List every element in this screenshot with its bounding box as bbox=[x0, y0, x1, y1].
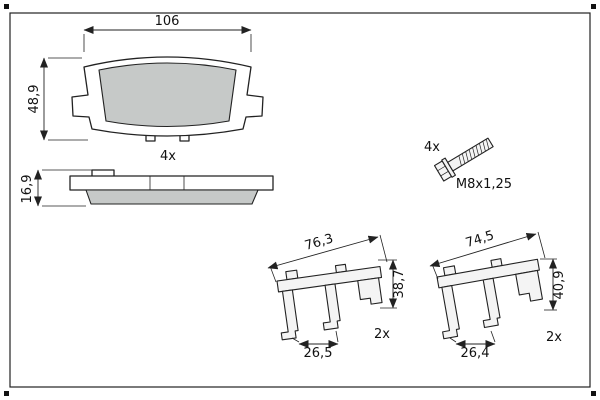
clip-left-prong-2 bbox=[322, 283, 341, 331]
dim-pad-width: 106 bbox=[83, 14, 252, 52]
pad-front-view: 106 48,9 4x bbox=[27, 14, 264, 164]
bolt-qty-label: 4x bbox=[424, 140, 440, 155]
bolt bbox=[433, 137, 494, 182]
clip-left bbox=[276, 263, 383, 341]
page-border bbox=[9, 12, 591, 388]
clip-right-prong-1 bbox=[441, 285, 460, 340]
clip-right-prong-2 bbox=[482, 277, 501, 329]
friction-material-front bbox=[98, 62, 237, 128]
clip-left-end-plate bbox=[357, 277, 383, 305]
pad-thickness-label: 16,9 bbox=[20, 175, 35, 204]
dim-pad-thickness: 16,9 bbox=[20, 169, 94, 207]
bolt-figure: 4x M8x1,25 bbox=[424, 137, 512, 192]
pad-qty-label: 4x bbox=[160, 149, 176, 164]
clip-left-qty-label: 2x bbox=[374, 327, 390, 342]
clip-right-gap-label: 26,4 bbox=[461, 346, 490, 361]
pad-width-label: 106 bbox=[155, 14, 180, 29]
clip-left-gap-label: 26,5 bbox=[304, 346, 333, 361]
clip-left-figure: 76,3 38,7 26,5 2x bbox=[267, 231, 407, 361]
dim-clip-right-height: 40,9 bbox=[540, 258, 567, 311]
clip-right-end-plate bbox=[515, 269, 543, 302]
pad-height-label: 48,9 bbox=[27, 85, 42, 114]
side-view-backing-plate bbox=[69, 175, 274, 191]
clip-right-figure: 74,5 40,9 26,4 2x bbox=[429, 228, 567, 361]
dim-clip-left-height: 38,7 bbox=[378, 259, 407, 309]
corner-mark-tr bbox=[591, 4, 596, 9]
clip-right bbox=[436, 258, 543, 340]
clip-right-qty-label: 2x bbox=[546, 330, 562, 345]
dim-pad-height: 48,9 bbox=[27, 57, 88, 141]
clip-right-height-label: 40,9 bbox=[552, 271, 567, 300]
corner-mark-bl bbox=[4, 391, 9, 396]
clip-left-height-label: 38,7 bbox=[392, 270, 407, 299]
bolt-thread-label: M8x1,25 bbox=[456, 177, 512, 192]
dim-clip-right-gap: 26,4 bbox=[449, 330, 496, 361]
clip-left-prong-1 bbox=[280, 289, 299, 341]
corner-mark-tl bbox=[4, 4, 9, 9]
corner-mark-br bbox=[591, 391, 596, 396]
bolt-threads bbox=[458, 139, 490, 166]
corner-marks bbox=[4, 4, 596, 396]
friction-material-side bbox=[85, 189, 259, 205]
dim-clip-left-gap: 26,5 bbox=[291, 330, 339, 361]
pad-side-view: 16,9 bbox=[20, 169, 274, 207]
